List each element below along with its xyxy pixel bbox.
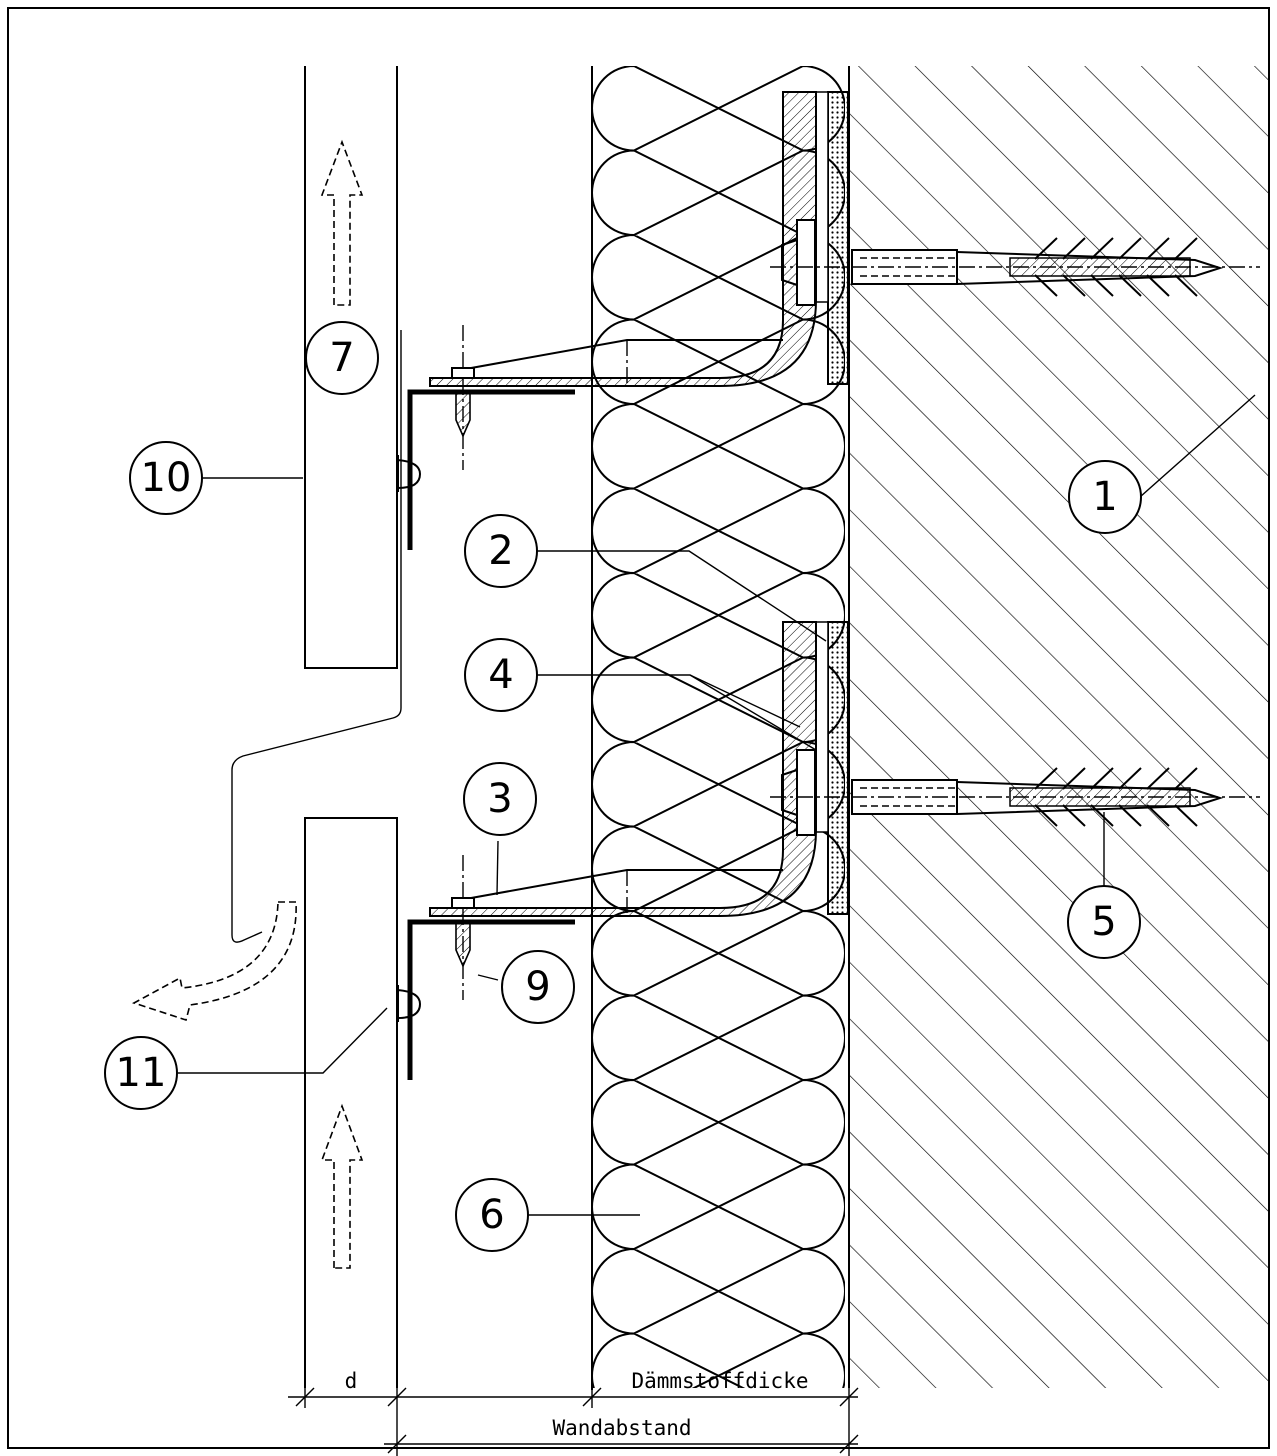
bracket-lower (397, 621, 1260, 1080)
ventilation-arrow-up-lower (320, 1103, 364, 1269)
insulation-layer (591, 66, 845, 1390)
drip-flashing (231, 330, 402, 943)
callout-2: 2 (464, 514, 538, 588)
callout-label: 10 (141, 455, 192, 501)
callout-label: 4 (488, 652, 513, 698)
bracket-upper (397, 91, 1260, 550)
callout-label: 7 (329, 335, 354, 381)
callout-6: 6 (455, 1178, 529, 1252)
callout-label: 5 (1091, 899, 1116, 945)
callout-5: 5 (1067, 885, 1141, 959)
callout-4: 4 (464, 638, 538, 712)
leader-lines (178, 394, 1256, 1216)
insulation-cells (592, 66, 845, 1388)
dimension-panel-thickness: d (345, 1369, 358, 1393)
callout-10: 10 (129, 441, 203, 515)
callout-label: 6 (479, 1192, 504, 1238)
callout-7: 7 (305, 321, 379, 395)
callout-label: 11 (116, 1050, 167, 1096)
callout-label: 9 (525, 964, 550, 1010)
callout-1: 1 (1068, 460, 1142, 534)
callout-11: 11 (104, 1036, 178, 1110)
callout-9: 9 (501, 950, 575, 1024)
dimension-wall-distance: Wandabstand (552, 1416, 691, 1440)
cladding-panel-lower (304, 817, 398, 1388)
callout-label: 1 (1092, 474, 1117, 520)
dimension-insulation-thickness: Dämmstoffdicke (631, 1369, 808, 1393)
masonry-wall (848, 66, 1269, 1388)
callout-label: 3 (487, 776, 512, 822)
callout-3: 3 (463, 762, 537, 836)
dimension-lines (288, 1387, 859, 1456)
ventilation-arrow-up-upper (320, 139, 364, 306)
ventilation-arrow-out (131, 901, 297, 1022)
cladding-panel-upper (304, 66, 398, 669)
callout-label: 2 (488, 528, 513, 574)
